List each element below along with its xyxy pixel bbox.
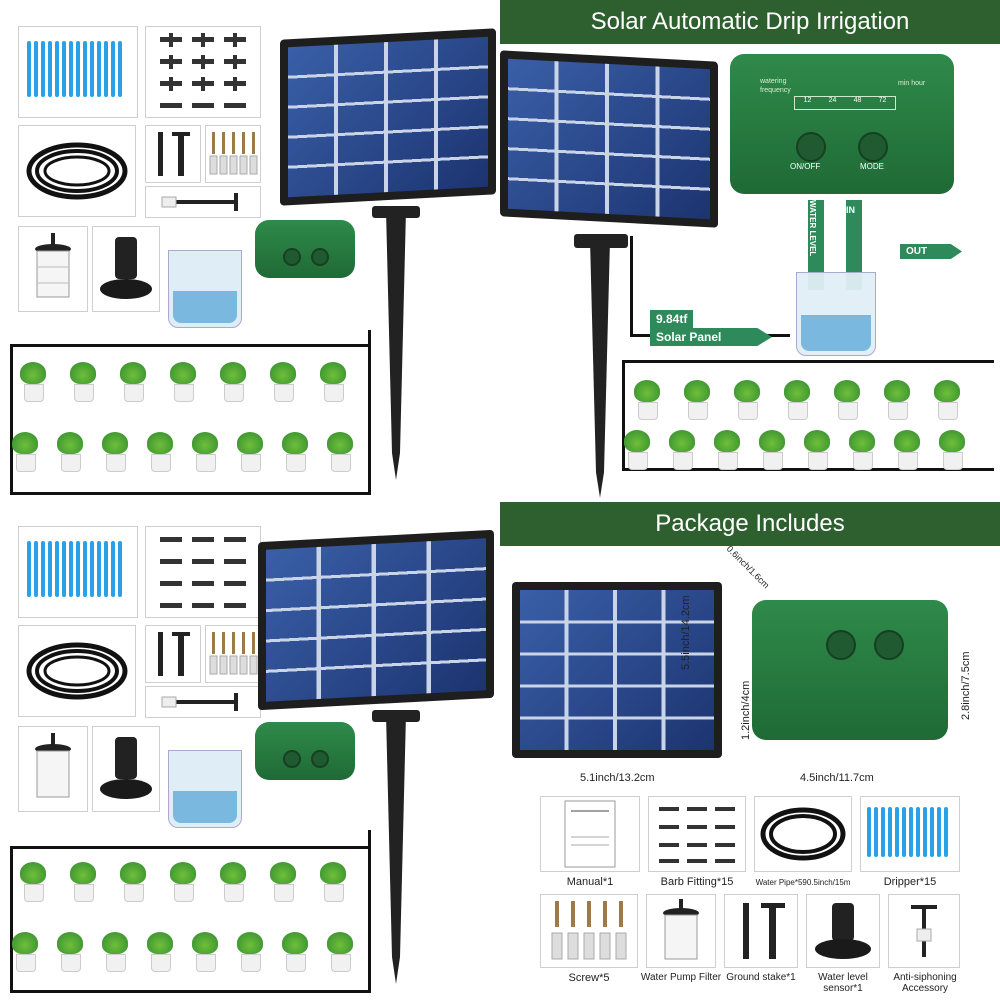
pump-filter-icon [35,733,71,798]
on-off-label: ON/OFF [790,162,821,171]
anti-siphoning-icon [161,693,238,711]
controller-units: min hour [898,80,926,87]
diagram-water-bucket [796,272,876,356]
solar-panel-arrow-label: Solar Panel [650,328,772,346]
dripper-pkg-tile [860,796,960,872]
screw-caption: Screw*5 [568,972,610,984]
mode-label: MODE [860,162,884,171]
dimension-on-off-button [826,630,856,660]
solar-panel-image [258,529,494,711]
manual-icon [564,800,616,868]
manual-tile [540,796,640,872]
screw-tile [205,625,261,683]
barb-fitting-pkg-tile [648,796,746,872]
diagram-panel-stake [590,240,610,498]
dripper-icon [27,541,125,602]
panel-stake [386,714,406,984]
anti-siphoning-caption: Anti-siphoning Accessory [893,972,957,994]
water-bucket [168,250,242,328]
bottom-banner-title: Package Includes [655,510,845,537]
ground-stake-pkg-tile [724,894,798,968]
anti-siphoning-pkg-icon [911,905,937,957]
bottom-banner: Package Includes [500,502,1000,546]
controller-height-dim: 2.8inch/7.5cm [960,651,972,720]
anti-siphoning-tile [145,686,261,718]
water-pipe-pkg-tile [754,796,852,872]
ground-stake-icon [158,632,190,676]
dimension-mode-button [874,630,904,660]
panel-height-dim: 5.5inch/14.2cm [680,595,692,670]
ground-stake-tile [145,125,201,183]
water-pipe-tile [18,625,136,717]
water-bucket [168,750,242,828]
barb-fitting-caption: Barb Fitting*15 [660,876,734,888]
water-pipe-tile [18,125,136,217]
barb-fitting-icon [160,33,246,108]
barb-fitting-tile [145,526,261,618]
controller-depth-dim: 1.2inch/4cm [740,680,752,740]
water-level-sensor-pkg-tile [806,894,880,968]
dripper-caption: Dripper*15 [883,876,937,888]
water-level-sensor-tile [92,726,160,812]
water-level-arrow: WATER LEVEL [808,200,824,290]
panel-thickness-dim: 0.6inch/1.6cm [724,543,772,591]
anti-siphoning-icon [161,193,238,211]
screw-icon [209,632,258,675]
water-pipe-caption: Water Pipe*590.5inch/15m [755,878,851,887]
mode-button[interactable] [858,132,888,162]
barb-fitting-pkg-icon [659,807,735,863]
screw-pkg-icon [551,901,627,960]
pump-filter-icon [35,233,71,298]
dripper-tile [18,526,138,618]
water-pipe-coil-icon [26,642,128,700]
dripper-icon [27,41,125,102]
in-arrow: IN [846,200,862,290]
controller-width-dim: 4.5inch/11.7cm [800,772,874,784]
water-pipe-coil-icon [26,142,128,200]
panel-stake [386,210,406,480]
barb-fitting-icon [160,537,246,608]
dripper-pkg-icon [867,807,951,862]
diagram-solar-panel [500,50,718,228]
screw-icon [209,132,258,175]
pump-filter-tile [18,726,88,812]
ground-stake-tile [145,625,201,683]
water-level-sensor-caption: Water level sensor*1 [818,972,868,994]
top-banner-title: Solar Automatic Drip Irrigation [590,8,910,35]
controller-frequency-label: frequency [760,87,791,94]
out-arrow-label: OUT [900,244,962,259]
top-banner: Solar Automatic Drip Irrigation [500,0,1000,44]
barb-fitting-tile [145,26,261,118]
manual-caption: Manual*1 [566,876,614,888]
water-level-sensor-icon [100,237,152,299]
water-pipe-pkg-icon [760,807,846,861]
pump-filter-caption: Water Pump Filter [640,972,722,983]
water-level-sensor-tile [92,226,160,312]
dimension-solar-panel [512,582,722,758]
controller-image [255,722,355,780]
anti-siphoning-pkg-tile [888,894,960,968]
screw-pkg-tile [540,894,638,968]
pump-filter-tile [18,226,88,312]
ground-stake-icon [158,132,190,176]
dimension-controller [752,600,948,740]
pump-filter-pkg-tile [646,894,716,968]
screw-tile [205,125,261,183]
ground-stake-caption: Ground stake*1 [726,972,796,983]
controller-watering-label: watering [760,78,787,85]
water-level-sensor-pkg-icon [815,903,871,959]
controller-image [255,220,355,278]
water-level-sensor-icon [100,737,152,799]
cable-length-label: 9.84tf [650,310,694,328]
on-off-button[interactable] [796,132,826,162]
panel-width-dim: 5.1inch/13.2cm [580,772,655,784]
anti-siphoning-tile [145,186,261,218]
pump-filter-pkg-icon [663,899,699,960]
dripper-tile [18,26,138,118]
solar-panel-image [280,28,496,206]
ground-stake-pkg-icon [743,903,785,959]
